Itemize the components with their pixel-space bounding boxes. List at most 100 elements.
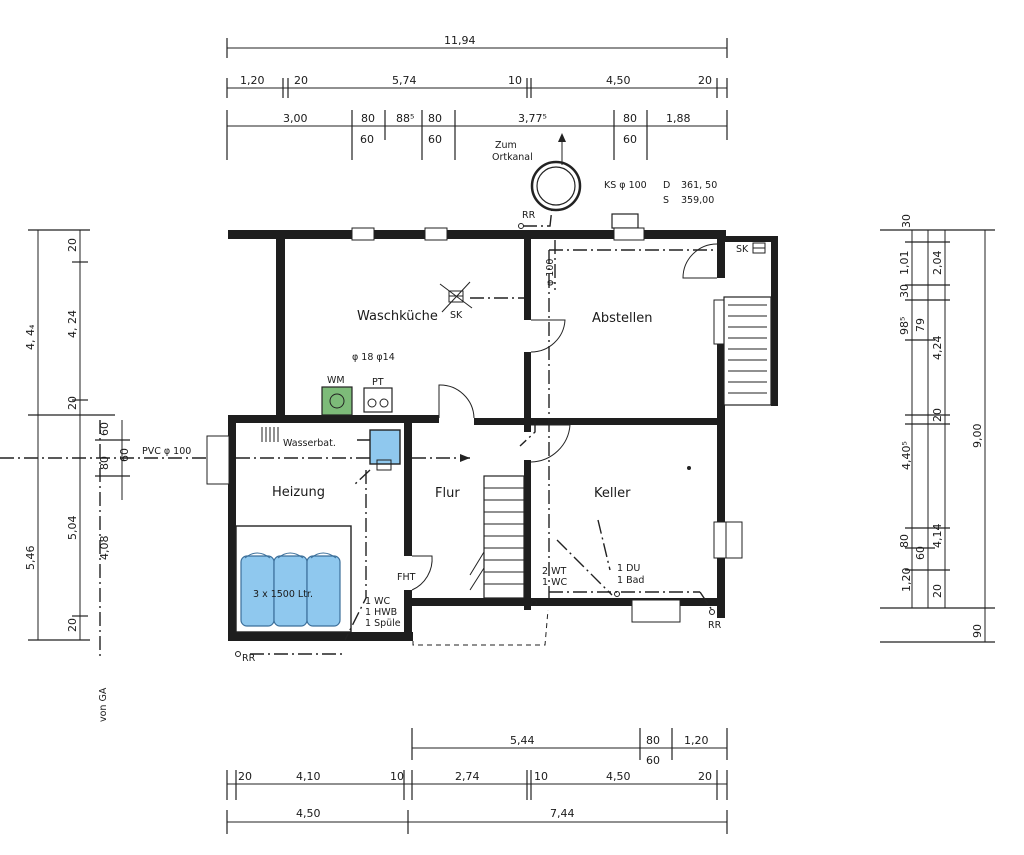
drain-symbol-waschkueche (439, 281, 473, 313)
sewer-connection: Zum Ortkanal KS φ 100 D 361, 50 S 359,00… (492, 133, 717, 229)
dim-left-60a: 60 (98, 422, 111, 436)
label-tank: 3 x 1500 Ltr. (253, 589, 313, 600)
pipes (0, 240, 717, 660)
dim-bot-450: 4,50 (606, 770, 631, 783)
dim-bot-60: 60 (646, 754, 660, 767)
dim-top-450: 4,50 (606, 74, 631, 87)
dim-right-79: 79 (914, 318, 927, 332)
dim-bot-10b: 10 (534, 770, 548, 783)
dim-top-120: 1,20 (240, 74, 265, 87)
dim-top-total: 11,94 (444, 34, 476, 47)
dim-top-80a: 80 (361, 112, 375, 125)
dim-right-101: 1,01 (898, 251, 911, 276)
dim-bot-20a: 20 (238, 770, 252, 783)
oil-tanks (240, 552, 341, 627)
label-phi100-vertical: φ 100 (545, 259, 556, 286)
label-wt-wc: 1 WC (542, 577, 567, 588)
annotation-labels: SK SK φ 18 φ14 WM PT Wasserbat. PVC φ 10… (98, 244, 749, 722)
right-dimensions: 9,00 90 30 2,04 4,24 4,40⁵ 1,20 1,01 30 … (880, 214, 995, 643)
dim-left-20c: 20 (66, 618, 79, 632)
label-heiz-hwb: 1 HWB (365, 607, 397, 618)
room-abstellen: Abstellen (592, 311, 652, 326)
top-dimensions: 11,94 1,20 20 5,74 10 4,50 20 3,00 80 88… (226, 34, 728, 160)
dim-top-188: 1,88 (666, 112, 691, 125)
label-heiz-wc: 1 WC (365, 596, 390, 607)
dim-right-900: 9,00 (971, 424, 984, 449)
dim-bot-450b: 4,50 (296, 807, 321, 820)
dim-right-60: 60 (914, 546, 927, 560)
value-d: 361, 50 (681, 180, 717, 191)
room-waschkueche: Waschküche (357, 309, 438, 324)
label-wt: 2 WT (542, 566, 566, 577)
dim-top-10: 10 (508, 74, 522, 87)
dim-bot-80: 80 (646, 734, 660, 747)
label-wasserbat: Wasserbat. (283, 438, 336, 449)
dim-left-80: 80 (98, 456, 111, 470)
label-s: S (663, 195, 669, 206)
label-ortkanal: Ortkanal (492, 152, 533, 163)
dim-top-574: 5,74 (392, 74, 417, 87)
dim-top-300: 3,00 (283, 112, 308, 125)
dim-right-424: 4,24 (931, 336, 944, 361)
label-von-ga: von GA (98, 687, 109, 722)
label-du: 1 DU (617, 563, 640, 574)
dim-right-20b: 20 (931, 584, 944, 598)
dim-right-120: 1,20 (900, 568, 913, 593)
water-heater-icon (369, 429, 401, 465)
label-rr-top: RR (522, 210, 536, 221)
dryer-icon (363, 387, 393, 413)
room-labels: Waschküche Abstellen Heizung Flur Keller (272, 309, 652, 501)
dim-top-3775: 3,77⁵ (518, 112, 547, 125)
dim-top-80c: 80 (623, 112, 637, 125)
label-fht: FHT (397, 572, 416, 583)
room-keller: Keller (594, 486, 631, 501)
dim-top-885: 88⁵ (396, 112, 414, 125)
dim-right-30a: 30 (900, 214, 913, 228)
dim-right-4405: 4,40⁵ (900, 441, 913, 470)
dim-left-504: 5,04 (66, 516, 79, 541)
bottom-dimensions: 5,44 80 1,20 60 20 4,10 10 2,74 10 4,50 … (226, 728, 728, 834)
dim-top-60c: 60 (623, 133, 637, 146)
value-s: 359,00 (681, 195, 714, 206)
dim-bot-10a: 10 (390, 770, 404, 783)
room-flur: Flur (435, 486, 460, 501)
dim-right-90: 90 (971, 624, 984, 638)
label-pt: PT (372, 377, 384, 388)
stairs (469, 296, 772, 599)
dim-top-60a: 60 (360, 133, 374, 146)
dim-bot-274: 2,74 (455, 770, 480, 783)
label-heiz-spuele: 1 Spüle (365, 618, 401, 629)
dim-top-20a: 20 (294, 74, 308, 87)
dim-right-204: 2,04 (931, 251, 944, 276)
label-pvc: PVC φ 100 (142, 446, 191, 457)
meter-symbol (261, 427, 279, 442)
label-sk-1: SK (450, 310, 463, 321)
dim-left-546: 5,46 (24, 546, 37, 571)
dim-right-414: 4,14 (931, 524, 944, 549)
washing-machine-icon (321, 386, 353, 416)
dim-left-60b: 60 (118, 448, 131, 462)
dim-top-80b: 80 (428, 112, 442, 125)
label-wm: WM (327, 375, 345, 386)
label-rr-left: RR (242, 653, 256, 664)
fixtures (235, 242, 766, 657)
label-sk-2: SK (736, 244, 749, 255)
dim-top-20b: 20 (698, 74, 712, 87)
dim-left-408: 4,08 (98, 536, 111, 561)
dim-right-30b: 30 (898, 284, 911, 298)
manhole-circle (530, 160, 582, 212)
dim-right-985: 98⁵ (898, 317, 911, 335)
label-d: D (663, 180, 670, 191)
label-bad: 1 Bad (617, 575, 644, 586)
label-rr-right: RR (708, 620, 722, 631)
dim-left-424: 4, 24 (66, 310, 79, 338)
dim-bot-544: 5,44 (510, 734, 535, 747)
doors (411, 243, 718, 591)
left-dimensions: 4, 4₄ 5,46 20 4, 24 20 5,04 20 60 80 60 … (24, 229, 131, 641)
walls (206, 227, 778, 641)
drain-symbol-abstellen (752, 242, 766, 254)
dim-left-444: 4, 4₄ (24, 324, 37, 350)
label-zum: Zum (495, 140, 517, 151)
label-phi18: φ 18 φ14 (352, 352, 395, 363)
